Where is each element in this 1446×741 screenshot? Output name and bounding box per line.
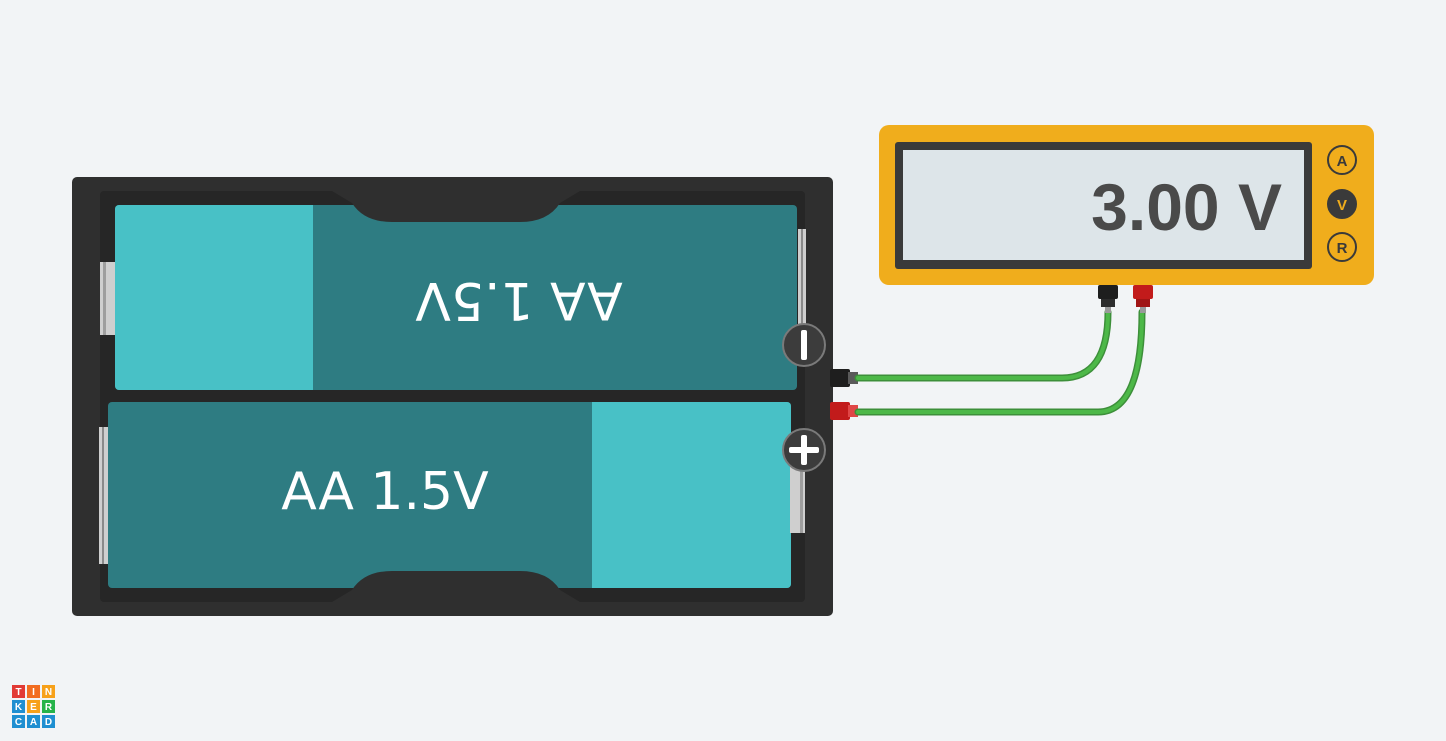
logo-letter: I	[32, 687, 35, 698]
wire-negative[interactable]	[854, 308, 1112, 382]
battery-positive-connector[interactable]	[830, 402, 858, 420]
logo-letter: K	[15, 702, 23, 713]
logo-tile-t	[12, 685, 25, 698]
minus-icon	[801, 330, 807, 360]
plus-icon	[789, 435, 819, 465]
cell-top-cap-fill	[305, 205, 313, 390]
logo-tile-i	[27, 685, 40, 698]
wire-positive-core	[856, 310, 1144, 414]
logo-letter: C	[15, 717, 22, 728]
logo-letter: N	[45, 687, 52, 698]
battery-cell-bottom[interactable]: AA 1.5V	[99, 402, 805, 588]
battery-cell-top[interactable]: AA 1.5V	[100, 205, 806, 390]
logo-letter: E	[30, 702, 37, 713]
mode-label-r: R	[1337, 240, 1348, 257]
mode-button-ohmmeter[interactable]: R	[1327, 232, 1357, 262]
battery-negative-connector[interactable]	[830, 369, 858, 387]
battery-label-bottom: AA 1.5V	[281, 462, 489, 522]
cell-bottom-spring-edge	[102, 427, 104, 564]
cell-bottom-cap	[592, 402, 791, 588]
mode-button-voltmeter[interactable]: V	[1327, 189, 1357, 219]
cell-bottom-cap-fill	[592, 402, 600, 588]
logo-tile-k	[12, 700, 25, 713]
cell-bottom-terminal-right-edge	[800, 461, 803, 533]
wire-negative-core	[856, 310, 1110, 380]
logo-tile-d	[42, 715, 55, 728]
logo-letter: T	[15, 687, 21, 698]
logo-tile-n	[42, 685, 55, 698]
logo-tile-e	[27, 700, 40, 713]
positive-terminal-marker	[782, 428, 826, 472]
cell-top-spring-edge	[801, 229, 803, 364]
holder-clip-top	[332, 191, 580, 222]
mode-button-ammeter[interactable]: A	[1327, 145, 1357, 175]
wires[interactable]	[854, 308, 1146, 416]
mode-label-v: V	[1337, 197, 1347, 214]
multimeter[interactable]: 3.00 V A V R	[879, 125, 1374, 313]
logo-letter: R	[45, 702, 53, 713]
tinkercad-logo[interactable]: T I N K E R C A D	[12, 685, 55, 728]
battery-pack[interactable]: AA 1.5V AA 1.5V	[72, 177, 858, 616]
multimeter-screen	[903, 150, 1304, 260]
battery-label-top: AA 1.5V	[415, 270, 623, 330]
mode-label-a: A	[1337, 153, 1348, 170]
logo-tile-a	[27, 715, 40, 728]
holder-clip-bottom	[332, 571, 580, 602]
cell-top-terminal-left-edge	[103, 262, 106, 335]
negative-terminal-marker	[782, 323, 826, 367]
logo-tile-c	[12, 715, 25, 728]
cell-top-cap	[115, 205, 313, 390]
logo-letter: D	[45, 717, 52, 728]
logo-tile-r	[42, 700, 55, 713]
multimeter-reading: 3.00 V	[1091, 170, 1282, 244]
cell-top-terminal-left	[100, 262, 116, 335]
multimeter-probe-positive[interactable]	[1133, 285, 1153, 313]
logo-letter: A	[30, 717, 37, 728]
multimeter-probe-negative[interactable]	[1098, 285, 1118, 313]
